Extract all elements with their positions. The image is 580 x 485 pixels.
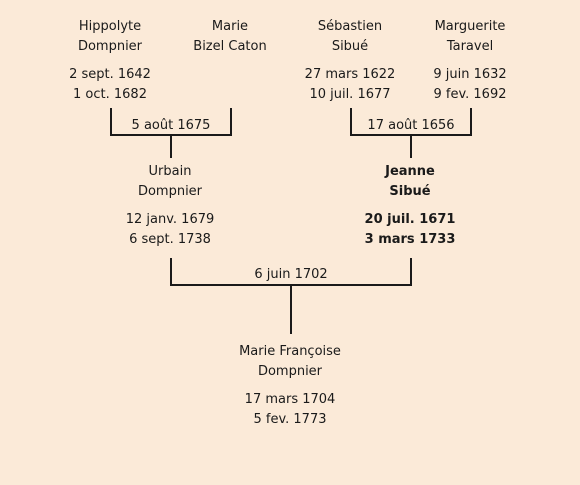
death-date: 1 oct. 1682 xyxy=(73,87,147,102)
last-name: Taravel xyxy=(446,39,494,54)
connector-right-vertical xyxy=(230,108,232,136)
descent-line xyxy=(290,286,292,334)
person-dates: 20 juil. 1671 3 mars 1733 xyxy=(340,210,480,250)
person-dates: 2 sept. 1642 1 oct. 1682 xyxy=(40,65,180,105)
connector-left-vertical xyxy=(110,108,112,136)
death-date: 6 sept. 1738 xyxy=(129,232,211,247)
birth-date: 9 juin 1632 xyxy=(433,67,507,82)
first-name: Urbain xyxy=(148,164,192,179)
person-marguerite-taravel: Marguerite Taravel 9 juin 1632 9 fev. 16… xyxy=(400,17,540,105)
last-name: Dompnier xyxy=(137,184,203,199)
first-name: Marie xyxy=(211,19,249,34)
first-name: Marguerite xyxy=(434,19,506,34)
connector-horizontal xyxy=(350,134,472,136)
person-name: Hippolyte Dompnier xyxy=(40,17,180,57)
birth-date: 12 janv. 1679 xyxy=(125,212,215,227)
person-name: Marie Françoise Dompnier xyxy=(220,342,360,382)
person-sebastien-sibue: Sébastien Sibué 27 mars 1622 10 juil. 16… xyxy=(280,17,420,105)
birth-date: 27 mars 1622 xyxy=(304,67,396,82)
person-name: Marie Bizel Caton xyxy=(160,17,300,57)
last-name: Sibué xyxy=(331,39,369,54)
person-name: Sébastien Sibué xyxy=(280,17,420,57)
last-name: Sibué xyxy=(389,184,431,199)
connector-right-vertical xyxy=(410,258,412,286)
person-hippolyte-dompnier: Hippolyte Dompnier 2 sept. 1642 1 oct. 1… xyxy=(40,17,180,105)
person-name: Urbain Dompnier xyxy=(100,162,240,202)
first-name: Marie Françoise xyxy=(239,344,341,359)
person-dates: 17 mars 1704 5 fev. 1773 xyxy=(220,390,360,430)
first-name: Jeanne xyxy=(385,164,435,179)
birth-date: 2 sept. 1642 xyxy=(69,67,151,82)
last-name: Dompnier xyxy=(257,364,323,379)
death-date: 3 mars 1733 xyxy=(364,232,456,247)
connector-left-vertical xyxy=(170,258,172,286)
person-marie-francoise-dompnier: Marie Françoise Dompnier 17 mars 1704 5 … xyxy=(220,342,360,430)
person-marie-bizel-caton: Marie Bizel Caton xyxy=(160,17,300,57)
connector-horizontal xyxy=(110,134,232,136)
last-name: Bizel Caton xyxy=(193,39,267,54)
connector-left-vertical xyxy=(350,108,352,136)
descent-line xyxy=(410,136,412,158)
birth-date: 20 juil. 1671 xyxy=(364,212,456,227)
connector-right-vertical xyxy=(470,108,472,136)
person-dates: 27 mars 1622 10 juil. 1677 xyxy=(280,65,420,105)
birth-date: 17 mars 1704 xyxy=(244,392,336,407)
first-name: Sébastien xyxy=(317,19,383,34)
marriage-date-urbain-jeanne: 6 juin 1702 xyxy=(254,267,328,282)
marriage-date-sebastien-marguerite: 17 août 1656 xyxy=(367,118,455,133)
person-dates: 12 janv. 1679 6 sept. 1738 xyxy=(100,210,240,250)
person-name: Jeanne Sibué xyxy=(340,162,480,202)
person-jeanne-sibue: Jeanne Sibué 20 juil. 1671 3 mars 1733 xyxy=(340,162,480,250)
person-urbain-dompnier: Urbain Dompnier 12 janv. 1679 6 sept. 17… xyxy=(100,162,240,250)
person-name: Marguerite Taravel xyxy=(400,17,540,57)
connector-horizontal xyxy=(170,284,412,286)
death-date: 9 fev. 1692 xyxy=(433,87,507,102)
marriage-date-hippolyte-marie: 5 août 1675 xyxy=(131,118,211,133)
death-date: 5 fev. 1773 xyxy=(253,412,327,427)
person-dates: 9 juin 1632 9 fev. 1692 xyxy=(400,65,540,105)
first-name: Hippolyte xyxy=(78,19,142,34)
descent-line xyxy=(170,136,172,158)
death-date: 10 juil. 1677 xyxy=(309,87,391,102)
last-name: Dompnier xyxy=(77,39,143,54)
